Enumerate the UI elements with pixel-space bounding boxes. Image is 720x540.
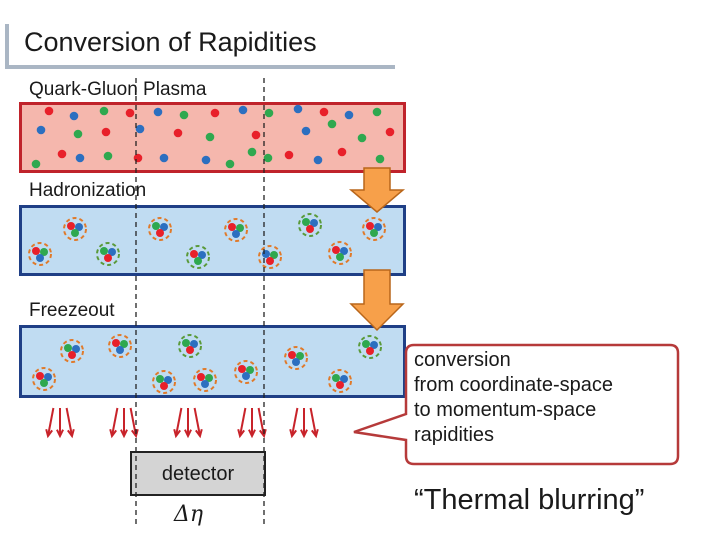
- detector-label: detector: [161, 463, 235, 485]
- freezeout-band: [19, 325, 406, 398]
- detector-box: detector: [130, 451, 266, 496]
- emission-arrow: [239, 407, 247, 437]
- emission-arrow-group: [45, 407, 75, 439]
- emission-arrow-group: [237, 407, 267, 439]
- hadronization-band: [19, 205, 406, 276]
- emission-arrow: [129, 407, 137, 437]
- emission-arrow: [193, 407, 201, 437]
- freezeout-label: Freezeout: [29, 300, 115, 321]
- emission-arrow: [47, 407, 55, 437]
- emission-arrow-group: [109, 407, 139, 439]
- callout-line-1: conversion: [414, 349, 511, 371]
- slide-title: Conversion of Rapidities: [24, 27, 317, 57]
- emission-arrow: [291, 407, 299, 437]
- emission-arrow: [65, 407, 73, 437]
- callout-text: conversion from coordinate-space to mome…: [414, 348, 613, 448]
- emission-arrow-head: [311, 428, 319, 439]
- emission-arrow-head: [131, 428, 139, 439]
- emission-arrow-head: [300, 429, 308, 439]
- emission-arrow-head: [237, 428, 245, 439]
- emission-arrow-head: [184, 429, 192, 439]
- title-bar: Conversion of Rapidities: [0, 10, 398, 69]
- emission-arrow-head: [120, 429, 128, 439]
- emission-arrow-head: [45, 428, 53, 439]
- emission-arrow-head: [259, 428, 267, 439]
- qgp-band: [19, 102, 406, 173]
- hadronization-step-arrow[interactable]: [348, 167, 406, 213]
- callout-line-2: from coordinate-space: [414, 374, 613, 396]
- emission-arrows-layer: [45, 407, 319, 439]
- emission-arrow-head: [195, 428, 203, 439]
- emission-arrow-group: [289, 407, 319, 439]
- emission-arrow: [257, 407, 265, 437]
- qgp-label: Quark-Gluon Plasma: [29, 79, 207, 100]
- emission-arrow-head: [289, 428, 297, 439]
- hadronization-label: Hadronization: [29, 180, 147, 201]
- emission-arrow: [111, 407, 119, 437]
- callout-line-3: to momentum-space: [414, 399, 597, 421]
- emission-arrow-head: [248, 429, 256, 439]
- emission-arrow: [175, 407, 183, 437]
- title-accent-line: [5, 24, 9, 69]
- title-underline: [5, 65, 395, 69]
- freezeout-step-arrow[interactable]: [349, 269, 405, 332]
- emission-arrow-head: [173, 428, 181, 439]
- thermal-blurring-quote: “Thermal blurring”: [414, 484, 645, 516]
- emission-arrow-head: [56, 429, 64, 439]
- emission-arrow-head: [67, 428, 75, 439]
- emission-arrow-head: [109, 428, 117, 439]
- emission-arrow: [309, 407, 317, 437]
- emission-arrow-group: [173, 407, 203, 439]
- callout-line-4: rapidities: [414, 424, 495, 446]
- delta-eta-label: Δη: [174, 502, 204, 527]
